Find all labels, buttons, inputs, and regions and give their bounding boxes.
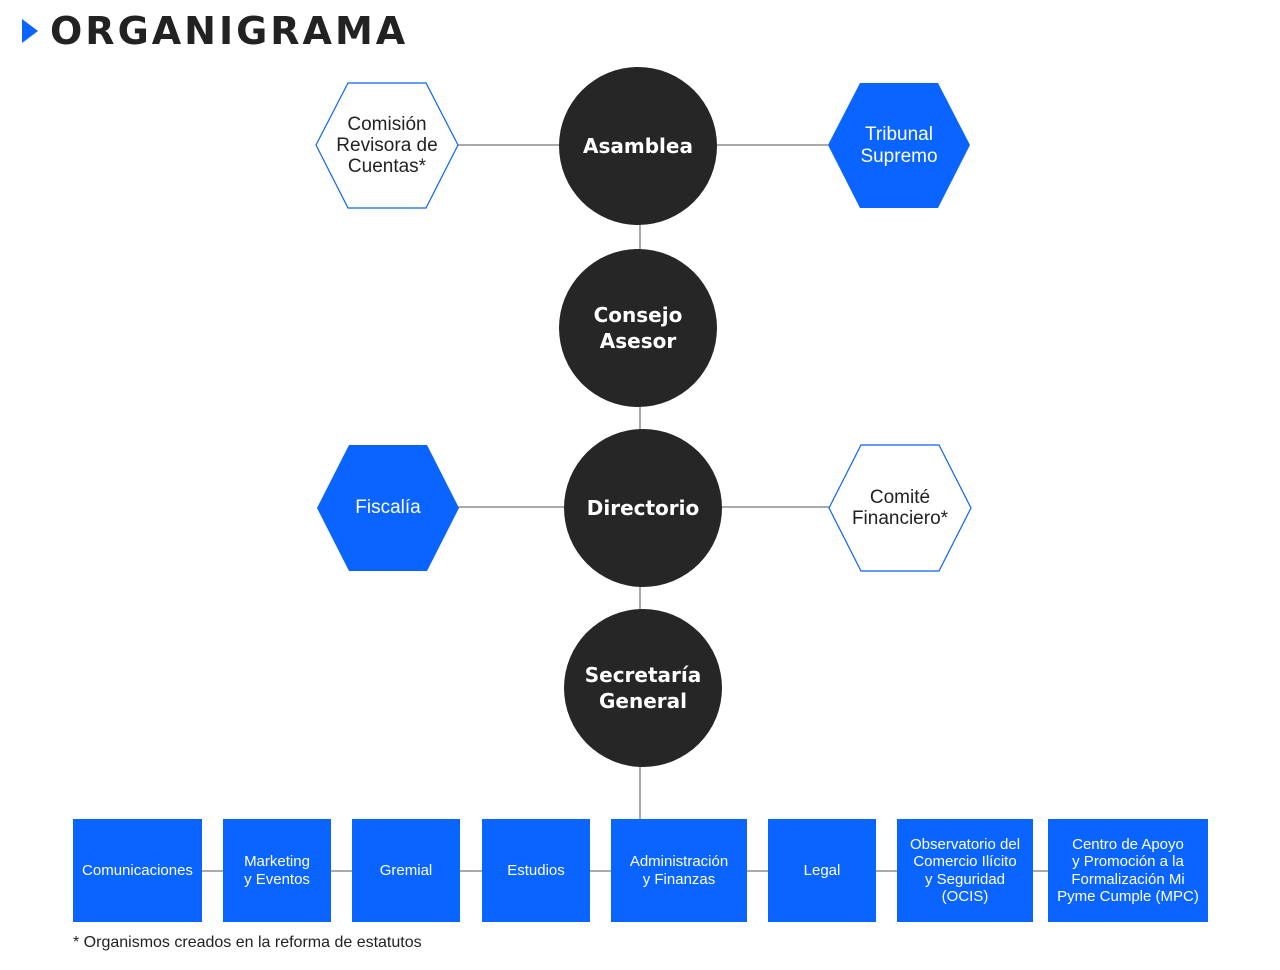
dept-marketing-eventos: Marketing y Eventos	[223, 819, 331, 922]
dept-comunicaciones: Comunicaciones	[73, 819, 202, 922]
dept-ocis: Observatorio del Comercio Ilícito y Segu…	[897, 819, 1033, 922]
dept-gremial: Gremial	[352, 819, 460, 922]
circle-consejo-asesor	[559, 249, 717, 407]
circle-directorio	[564, 429, 722, 587]
fiscalia-label: Fiscalía	[355, 497, 421, 519]
page-title: ORGANIGRAMA	[50, 9, 409, 53]
dept-mpc: Centro de Apoyo y Promoción a la Formali…	[1048, 819, 1208, 922]
directorio-label: Directorio	[586, 496, 700, 520]
dept-legal: Legal	[768, 819, 876, 922]
tribunal-supremo-label: Tribunal Supremo	[860, 124, 938, 167]
page-header: ORGANIGRAMA	[22, 8, 408, 54]
secretaria-general-label: Secretaría General	[584, 663, 702, 713]
footnote: * Organismos creados en la reforma de es…	[73, 934, 422, 951]
hexagon-comision-revisora	[315, 82, 459, 209]
consejo-asesor-label: Consejo Asesor	[593, 303, 683, 353]
circle-secretaria-general	[564, 609, 722, 767]
title-arrow-icon	[22, 19, 38, 43]
hexagon-tribunal-supremo	[828, 83, 970, 208]
hexagon-comite-financiero	[828, 444, 972, 572]
comision-revisora-label: Comisión Revisora de Cuentas*	[336, 113, 438, 178]
dept-administracion-finanzas: Administración y Finanzas	[611, 819, 747, 922]
hexagon-fiscalia	[317, 445, 459, 571]
dept-estudios: Estudios	[482, 819, 590, 922]
asamblea-label: Asamblea	[583, 134, 693, 158]
circle-asamblea	[559, 67, 717, 225]
comite-financiero-label: Comité Financiero*	[851, 486, 949, 529]
